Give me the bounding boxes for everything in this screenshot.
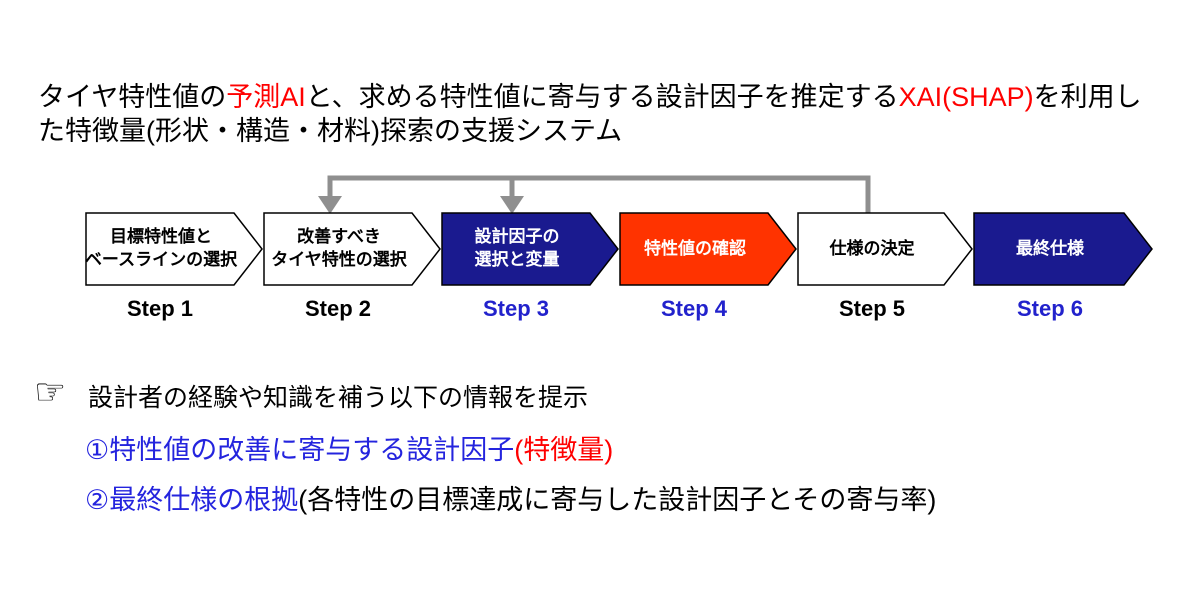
pointing-hand-icon: ☞ [34,371,67,412]
note-item-2-detail: (各特性の目標達成に寄与した設計因子とその寄与率) [298,485,937,515]
chevron-step-1 [85,212,263,286]
title-text: を利用し [1033,82,1142,112]
step-label-4: Step 4 [660,296,728,321]
note-item-1-main: ①特性値の改善に寄与する設計因子 [85,435,515,465]
chevron-step-6 [973,212,1153,286]
title-line-1: タイヤ特性値の予測AIと、求める特性値に寄与する設計因子を推定するXAI(SHA… [38,80,1178,114]
title-line-2: た特徴量(形状・構造・材料)探索の支援システム [38,116,623,146]
note-item-2: ②最終仕様の根拠(各特性の目標達成に寄与した設計因子とその寄与率) [85,478,936,517]
note-item-1-highlight: (特徴量) [514,435,614,465]
step-label-3: Step 3 [482,296,550,321]
note-item-2-main: ②最終仕様の根拠 [85,485,299,515]
chevron-step-2 [263,212,441,286]
feedback-arrowhead-to-step2-icon [318,196,342,214]
step-label-5: Step 5 [838,296,906,321]
feedback-arrowhead-to-step3-icon [500,196,524,214]
title-highlight-xai-shap: XAI(SHAP) [898,82,1034,112]
note-item-1: ①特性値の改善に寄与する設計因子(特徴量) [85,428,613,467]
note-intro-text: 設計者の経験や知識を補う以下の情報を提示 [88,384,589,412]
chevron-step-5 [797,212,973,286]
feedback-line [327,175,871,214]
step-label-1: Step 1 [126,296,194,321]
chevron-step-3 [441,212,619,286]
title-highlight-prediction-ai: 予測AI [226,82,306,112]
step-label-2: Step 2 [304,296,372,321]
title-text: タイヤ特性値の [38,82,227,112]
step-label-6: Step 6 [1016,296,1084,321]
slide-title: タイヤ特性値の予測AIと、求める特性値に寄与する設計因子を推定するXAI(SHA… [38,80,1178,148]
title-text: と、求める特性値に寄与する設計因子を推定する [305,82,899,112]
chevron-step-4 [619,212,797,286]
